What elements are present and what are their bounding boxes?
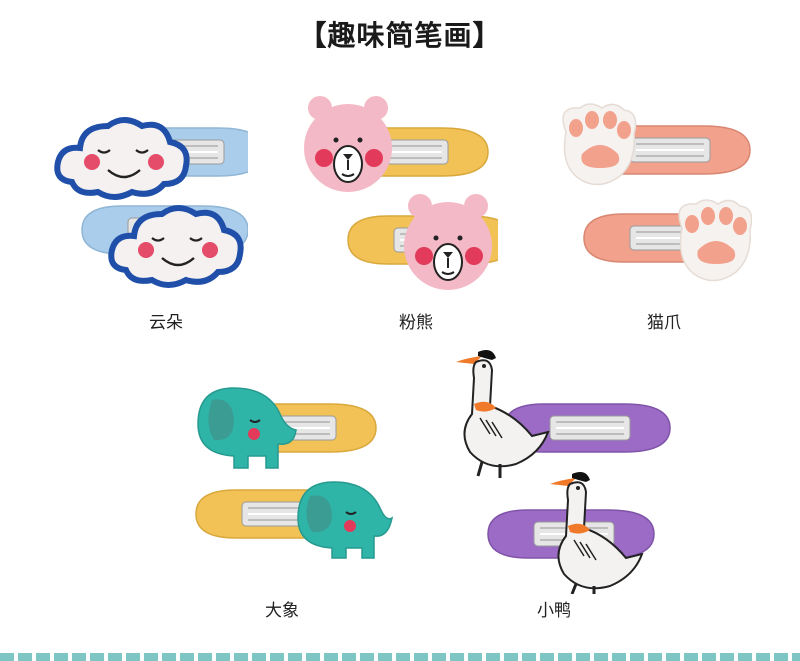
product-label-cloud: 云朵 [149,313,183,333]
product-paw-clip[interactable] [552,102,752,292]
page-title: 【趣味简笔画】 [298,19,502,52]
product-bear-clip[interactable] [298,92,498,302]
product-cloud-clip[interactable] [48,104,248,294]
paw-clip-image [562,103,752,282]
product-duck-clip[interactable] [448,344,678,594]
product-elephant-clip[interactable] [186,384,396,564]
cloud-clip-image [54,117,248,288]
elephant-clip-image [195,387,394,559]
duck-clip-image [456,350,671,594]
bear-clip-image [304,96,498,290]
product-label-elephant: 大象 [265,601,299,621]
product-label-paw: 猫爪 [647,313,681,333]
product-label-duck: 小鸭 [537,601,571,621]
bottom-decorative-strip [0,653,800,661]
product-label-bear: 粉熊 [399,313,433,333]
